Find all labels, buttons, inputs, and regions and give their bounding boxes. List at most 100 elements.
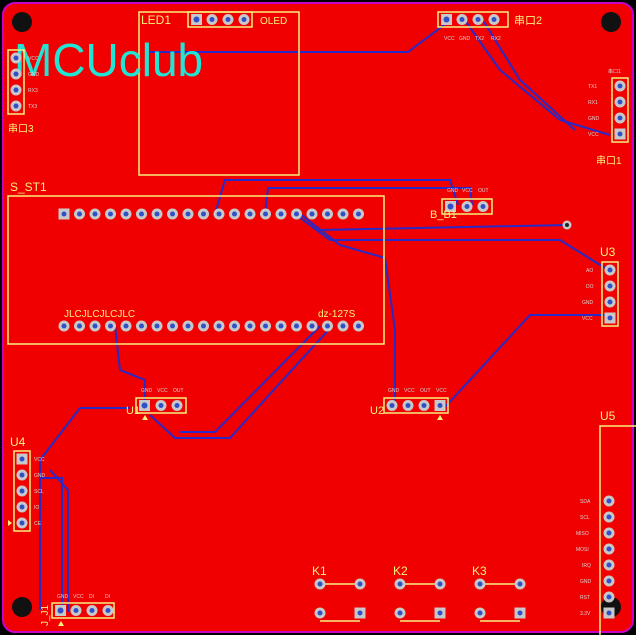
svg-text:MISO: MISO xyxy=(576,531,589,537)
pad-hole xyxy=(139,211,144,217)
pad-hole xyxy=(77,323,82,329)
pad-hole xyxy=(123,323,129,329)
u2-ref: U2 xyxy=(370,405,384,417)
bb1-outline xyxy=(441,198,493,215)
pad-hole xyxy=(606,610,612,616)
chuan1-outline xyxy=(611,77,629,143)
svg-text:RX1: RX1 xyxy=(588,100,598,106)
pad-hole xyxy=(278,211,284,217)
j_j1-pads xyxy=(55,605,114,616)
svg-text:SCL: SCL xyxy=(34,489,44,495)
u5-pin-labels: SDA SCL MISO MOSI IRQ GND RST 3.3V xyxy=(576,499,592,617)
pad-hole xyxy=(606,546,612,552)
svg-text:VCC: VCC xyxy=(462,188,473,194)
pad-hole xyxy=(216,323,222,329)
u5-ref: U5 xyxy=(600,409,616,423)
bb1-ref: B_B1 xyxy=(430,209,457,221)
u1-ref: U1 xyxy=(126,405,140,417)
k3-ref: K3 xyxy=(472,564,487,578)
pad-hole xyxy=(247,211,253,217)
pin1-marker-icon xyxy=(437,415,443,420)
svg-text:GND: GND xyxy=(582,300,594,306)
svg-text:OUT: OUT xyxy=(420,388,431,394)
bb1-pin-labels: GND VCC OUT xyxy=(447,188,489,194)
led1-header xyxy=(187,11,253,28)
svg-text:TX3: TX3 xyxy=(28,104,37,110)
pad-hole xyxy=(232,323,237,329)
pad-hole xyxy=(139,323,144,329)
s_st1-silk-right: dz-127S xyxy=(318,309,356,320)
pad-hole xyxy=(294,211,299,217)
led1-ref: LED1 xyxy=(141,13,171,27)
pad-hole xyxy=(309,323,315,329)
pad-hole xyxy=(606,562,612,568)
svg-text:GND: GND xyxy=(447,188,459,194)
led1-label: OLED xyxy=(260,16,287,27)
pad-hole xyxy=(77,211,82,217)
pad-hole xyxy=(263,323,268,329)
svg-text:VCC: VCC xyxy=(28,56,39,62)
svg-text:OUT: OUT xyxy=(478,188,489,194)
svg-text:TX2: TX2 xyxy=(475,36,484,42)
k3-switch: K3 xyxy=(472,564,526,622)
pad-hole xyxy=(606,578,612,584)
pad-hole xyxy=(154,323,160,329)
svg-text:SDA: SDA xyxy=(580,499,591,505)
pad-hole xyxy=(185,211,191,217)
pad-hole xyxy=(606,498,612,504)
pad-hole xyxy=(170,323,175,329)
pad-hole xyxy=(325,211,330,217)
svg-text:OUT: OUT xyxy=(173,388,184,394)
svg-text:GND: GND xyxy=(388,388,400,394)
svg-text:3.3V: 3.3V xyxy=(580,611,591,617)
led1-pads xyxy=(191,14,250,25)
u3-pin-labels: AO DO GND VCC xyxy=(582,268,594,322)
svg-text:DO: DO xyxy=(586,284,594,290)
u2-pin-labels: GND VCC OUT VCC xyxy=(388,388,447,394)
chuan1-top-label: 串口1 xyxy=(608,69,621,75)
pad-hole xyxy=(263,211,268,217)
svg-text:TX1: TX1 xyxy=(588,84,597,90)
pad-hole xyxy=(325,323,330,329)
pad-hole xyxy=(606,594,612,600)
s_st1-ref: S_ST1 xyxy=(10,180,47,194)
u1-pads xyxy=(139,400,183,411)
s_st1-pads xyxy=(58,208,364,332)
svg-text:CE: CE xyxy=(34,521,42,527)
svg-text:VCC: VCC xyxy=(588,132,599,138)
svg-text:IRQ: IRQ xyxy=(582,563,591,569)
pad-hole xyxy=(201,323,206,329)
u4-ref: U4 xyxy=(10,435,26,449)
svg-text:GND: GND xyxy=(28,72,40,78)
u5-outline xyxy=(599,425,636,635)
mounting-hole-icon xyxy=(12,12,621,617)
bb1-pads xyxy=(445,201,489,212)
pad-hole xyxy=(216,211,222,217)
j_j1-pin-labels: GND VCC DI DI xyxy=(57,594,110,600)
u3-outline xyxy=(601,261,619,327)
svg-text:AO: AO xyxy=(586,268,593,274)
pad-hole xyxy=(340,323,346,329)
svg-text:DI: DI xyxy=(89,594,94,600)
u3-ref: U3 xyxy=(600,245,616,259)
svg-text:GND: GND xyxy=(588,116,600,122)
k2-switch: K2 xyxy=(393,564,446,622)
svg-text:RX3: RX3 xyxy=(28,88,38,94)
chuan2-pin-labels: VCC GND TX2 RX2 xyxy=(444,36,501,42)
pad-hole xyxy=(356,323,361,329)
pad-hole xyxy=(108,211,113,217)
svg-text:VCC: VCC xyxy=(157,388,168,394)
k1-ref: K1 xyxy=(312,564,327,578)
svg-text:MOSI: MOSI xyxy=(576,547,589,553)
pin1-marker-icon xyxy=(142,415,148,420)
svg-text:GND: GND xyxy=(57,594,69,600)
svg-text:VCC: VCC xyxy=(73,594,84,600)
pad-hole xyxy=(61,323,67,329)
pad-hole xyxy=(201,211,206,217)
pad-hole xyxy=(606,530,612,536)
pad-hole xyxy=(108,323,113,329)
svg-text:VCC: VCC xyxy=(582,316,593,322)
svg-text:IO: IO xyxy=(34,505,39,511)
pad-hole xyxy=(185,323,191,329)
